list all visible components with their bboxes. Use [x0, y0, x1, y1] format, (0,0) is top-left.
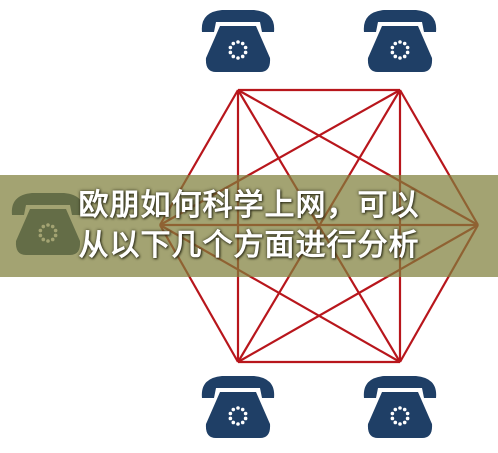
telephone-icon	[363, 376, 437, 438]
telephone-icon	[201, 376, 275, 438]
telephone-icon	[201, 10, 275, 72]
dial-icon	[390, 40, 410, 60]
dial-icon	[228, 40, 248, 60]
dial-icon	[390, 406, 410, 426]
caption-banner	[0, 175, 498, 277]
telephone-icon	[363, 10, 437, 72]
caption-line-1: 欧朋如何科学上网，可以	[78, 188, 420, 223]
dial-icon	[228, 406, 248, 426]
caption-line-2: 从以下几个方面进行分析	[78, 228, 420, 263]
caption: 欧朋如何科学上网，可以 从以下几个方面进行分析	[0, 175, 498, 277]
